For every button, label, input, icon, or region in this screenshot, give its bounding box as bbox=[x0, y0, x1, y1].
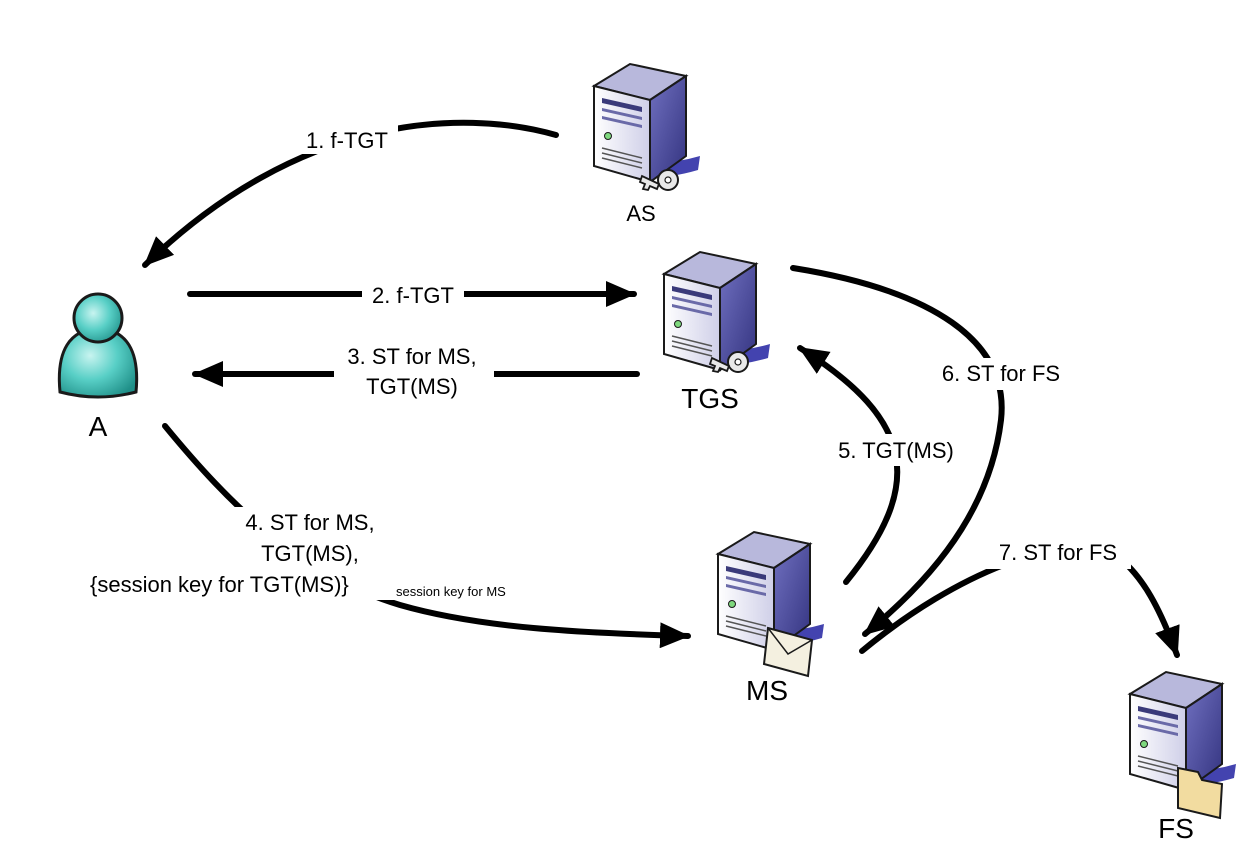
edge-4-label-line1: 4. ST for MS, bbox=[245, 510, 374, 535]
node-fs: FS bbox=[1129, 671, 1237, 844]
folder-icon bbox=[1177, 766, 1224, 820]
edge-6-label: 6. ST for FS bbox=[942, 361, 1060, 386]
edge-1-label: 1. f-TGT bbox=[306, 128, 388, 153]
edge-4-label-line3: {session key for TGT(MS)} bbox=[90, 572, 349, 597]
envelope-icon bbox=[762, 626, 814, 678]
node-as: AS bbox=[593, 63, 701, 226]
edge-5-label: 5. TGT(MS) bbox=[838, 438, 954, 463]
edge-labels: 1. f-TGT 2. f-TGT 3. ST for MS, TGT(MS) … bbox=[86, 124, 1131, 600]
edge-3-label-line2: TGT(MS) bbox=[366, 374, 458, 399]
server-with-key-icon bbox=[593, 63, 701, 191]
node-as-label: AS bbox=[626, 201, 655, 226]
edge-6-arrow bbox=[790, 265, 1005, 637]
node-tgs: TGS bbox=[663, 251, 771, 414]
node-user-a: A bbox=[57, 292, 139, 442]
server-with-key-icon bbox=[663, 251, 771, 373]
server-with-envelope-icon bbox=[717, 531, 825, 678]
node-tgs-label: TGS bbox=[681, 383, 739, 414]
node-ms: MS bbox=[717, 531, 825, 706]
edge-2-label: 2. f-TGT bbox=[372, 283, 454, 308]
user-icon bbox=[57, 292, 139, 399]
server-with-folder-icon bbox=[1129, 671, 1237, 820]
edge-4-arrow bbox=[162, 423, 691, 649]
node-ms-label: MS bbox=[746, 675, 788, 706]
edge-7-label: 7. ST for FS bbox=[999, 540, 1117, 565]
edge-4-label-line2: TGT(MS), bbox=[261, 541, 359, 566]
edge-3-label-line1: 3. ST for MS, bbox=[347, 344, 476, 369]
edge-4-label-subscript: session key for MS bbox=[396, 584, 506, 599]
node-user-label: A bbox=[89, 411, 108, 442]
node-fs-label: FS bbox=[1158, 813, 1194, 844]
